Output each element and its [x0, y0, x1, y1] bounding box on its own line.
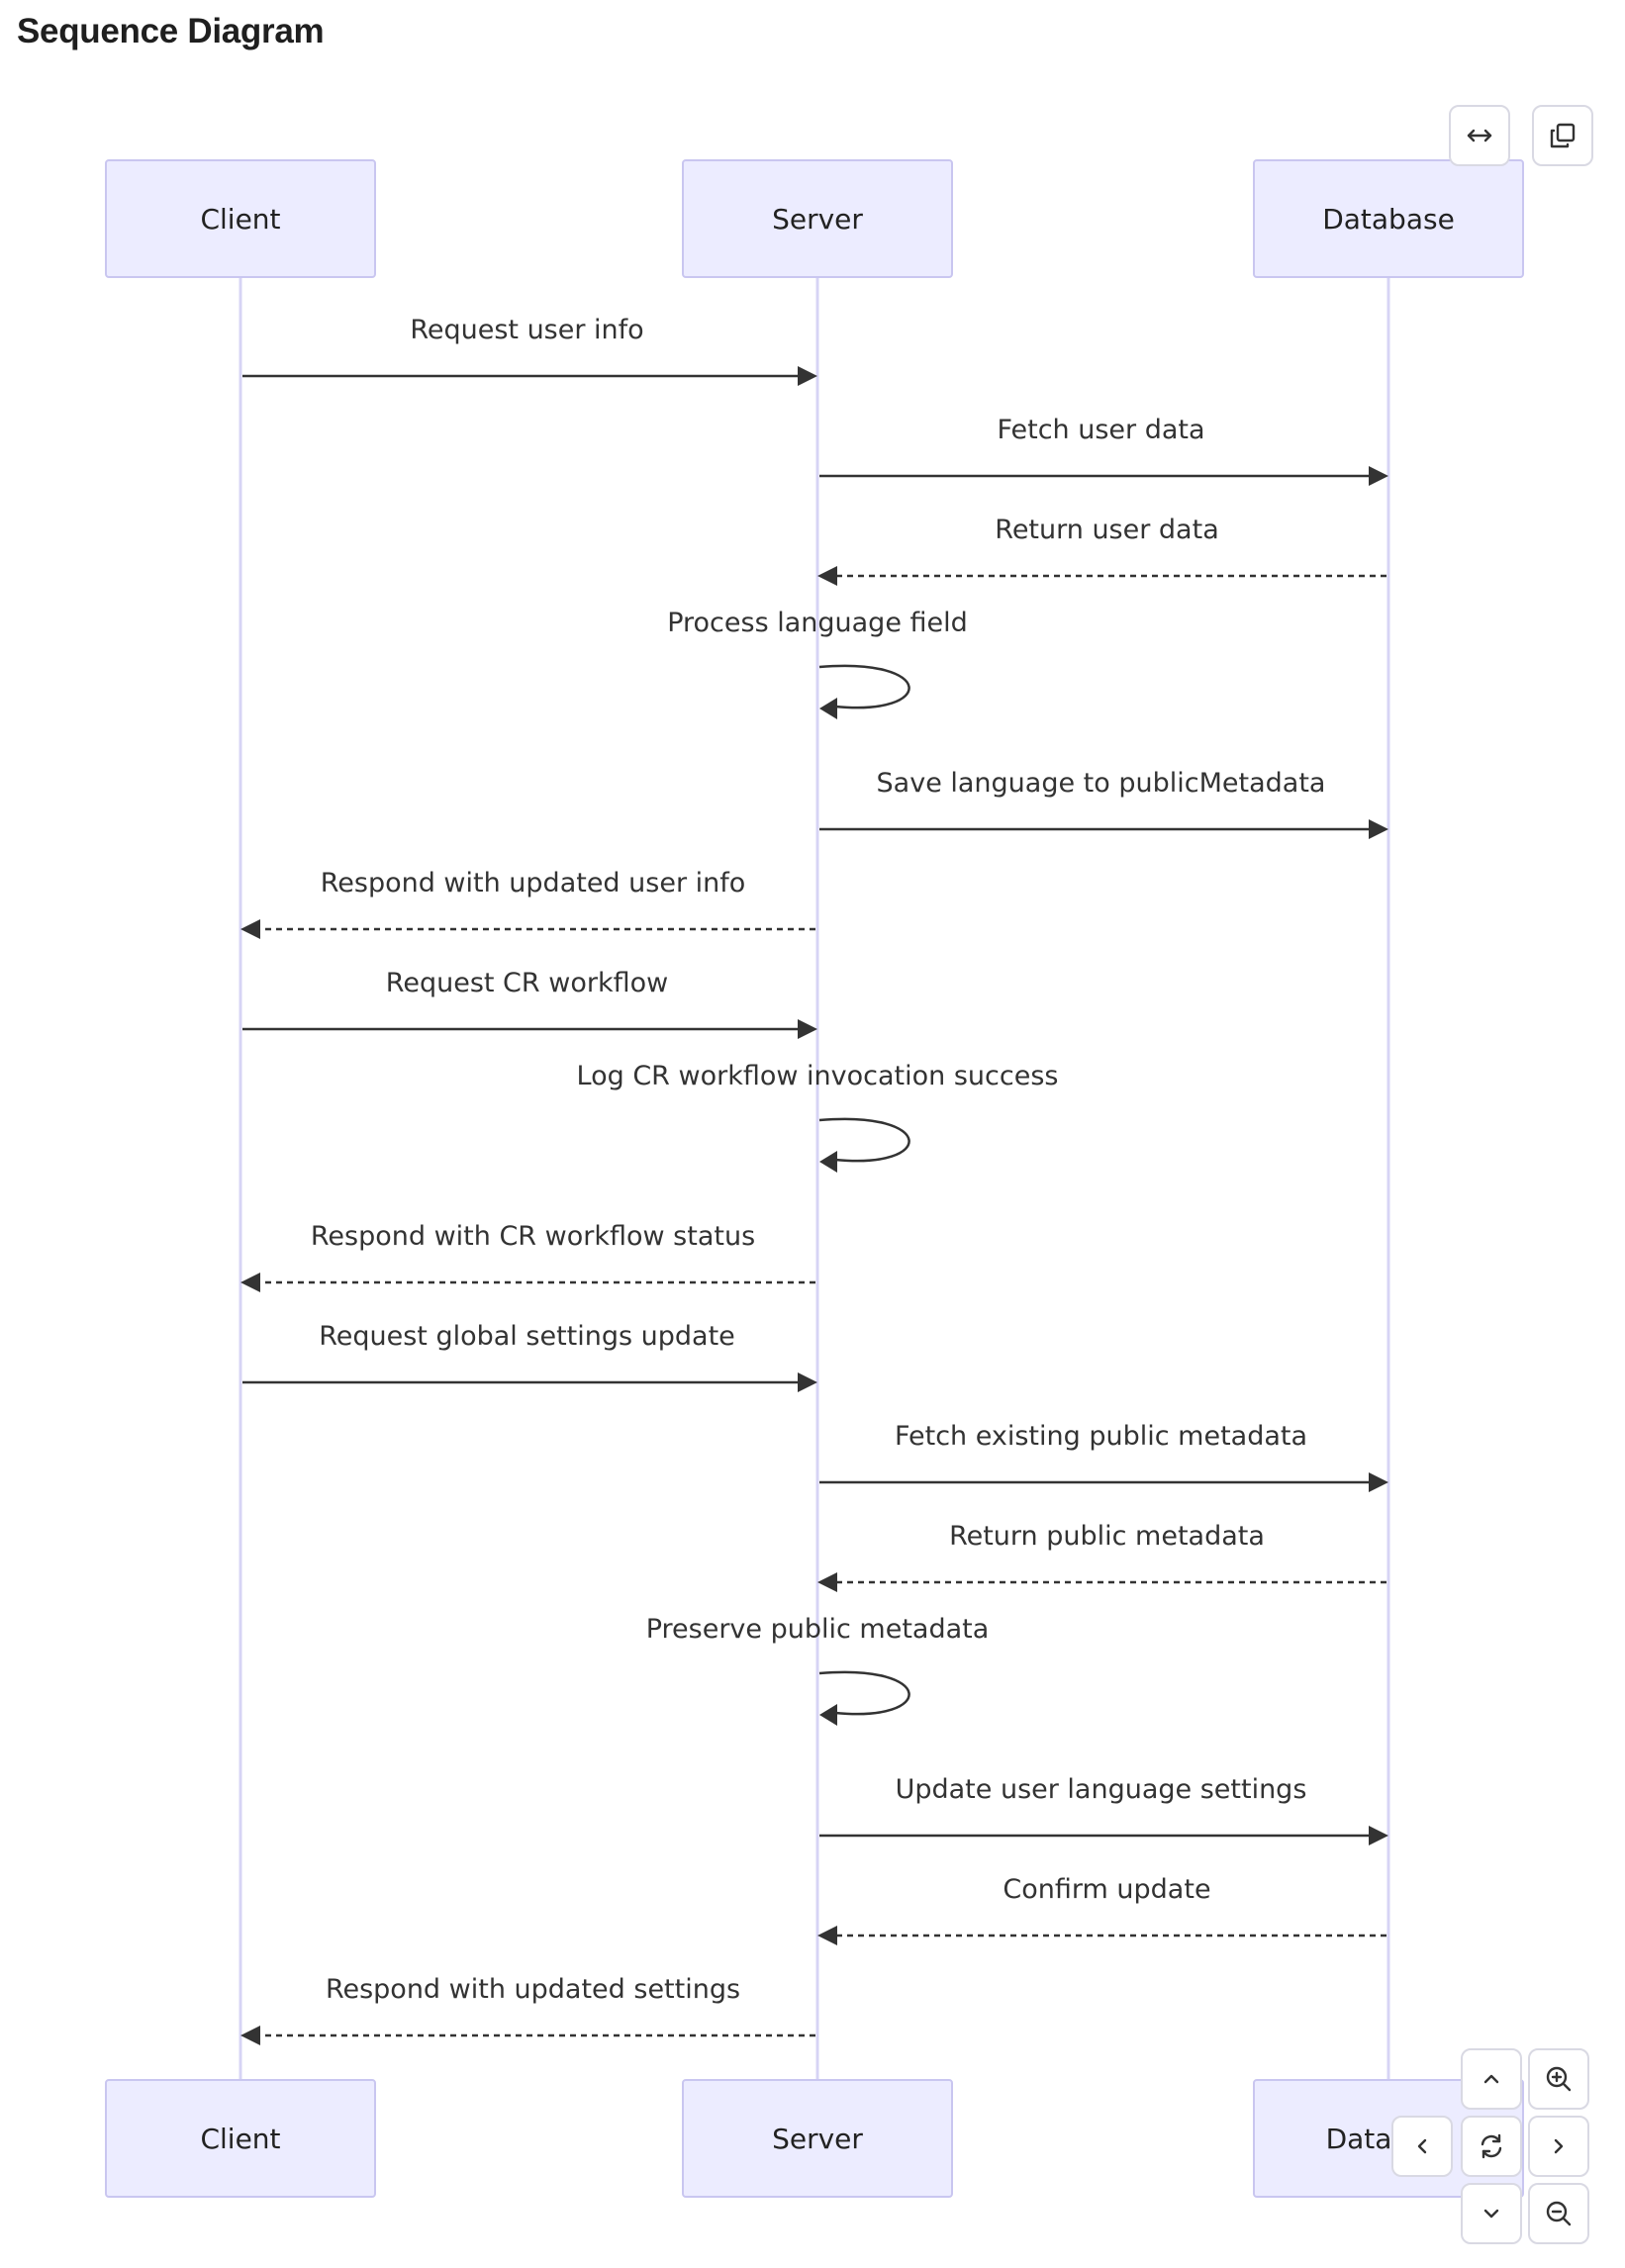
arrow-head [819, 1151, 837, 1173]
chevron-up-icon [1483, 2074, 1499, 2084]
actor-label-bottom-server: Server [772, 2123, 863, 2155]
message-label: Confirm update [1003, 1874, 1210, 1905]
chevron-down-icon [1483, 2209, 1499, 2219]
message-label: Fetch user data [997, 415, 1204, 445]
self-loop-arrow [818, 1117, 910, 1163]
chevron-left-icon [1417, 2138, 1427, 2154]
arrow-head [240, 1273, 260, 1292]
pan-down-button[interactable] [1461, 2183, 1522, 2244]
message-4: Process language field [667, 608, 968, 719]
message-16: Respond with updated settings [240, 1974, 815, 2045]
message-label: Process language field [667, 608, 968, 638]
message-label: Preserve public metadata [646, 1614, 990, 1645]
arrow-head [798, 366, 817, 386]
self-loop-arrow [818, 1670, 910, 1716]
message-8: Log CR workflow invocation success [577, 1061, 1059, 1173]
actor-label-bottom-client: Client [200, 2123, 280, 2155]
actor-label-top-server: Server [772, 203, 863, 236]
actor-box-top-client [105, 159, 376, 278]
actor-box-top-server [682, 159, 953, 278]
message-5: Save language to publicMetadata [819, 768, 1388, 839]
actor-box-bottom-server [682, 2079, 953, 2198]
arrow-head [817, 1572, 837, 1592]
zoom-out-button[interactable] [1528, 2183, 1589, 2244]
message-2: Fetch user data [819, 415, 1388, 486]
arrow-head [1369, 1826, 1388, 1845]
actor-label-bottom-database: Data [1326, 2123, 1392, 2155]
message-label: Log CR workflow invocation success [577, 1061, 1059, 1091]
zoom-out-icon [1546, 2201, 1572, 2226]
message-9: Respond with CR workflow status [240, 1221, 815, 1292]
arrow-head [240, 2026, 260, 2045]
actor-box-bottom-client [105, 2079, 376, 2198]
actor-box-bottom-database [1253, 2079, 1524, 2198]
message-11: Fetch existing public metadata [819, 1421, 1388, 1492]
message-3: Return user data [817, 515, 1386, 586]
message-label: Request CR workflow [386, 968, 668, 998]
message-label: Update user language settings [896, 1774, 1307, 1805]
message-12: Return public metadata [817, 1521, 1386, 1592]
message-label: Respond with updated settings [326, 1974, 740, 2005]
actor-box-top-database [1253, 159, 1524, 278]
arrow-head [798, 1019, 817, 1039]
message-label: Return public metadata [949, 1521, 1265, 1552]
arrow-head [1369, 466, 1388, 486]
arrow-head [1369, 819, 1388, 839]
reset-icon [1481, 2133, 1502, 2159]
arrow-head [817, 1926, 837, 1945]
zoom-in-icon [1546, 2066, 1572, 2092]
arrow-head [817, 566, 837, 586]
page-title: Sequence Diagram [17, 12, 325, 50]
pan-up-button[interactable] [1461, 2048, 1522, 2110]
message-14: Update user language settings [819, 1774, 1388, 1845]
message-label: Fetch existing public metadata [895, 1421, 1307, 1452]
message-10: Request global settings update [242, 1321, 817, 1392]
expand-button[interactable] [1449, 105, 1510, 166]
pan-right-button[interactable] [1528, 2116, 1589, 2177]
self-loop-arrow [818, 664, 910, 709]
pan-left-button[interactable] [1391, 2116, 1453, 2177]
chevron-right-icon [1554, 2138, 1564, 2154]
message-label: Return user data [995, 515, 1218, 545]
message-label: Respond with CR workflow status [311, 1221, 755, 1252]
message-label: Request global settings update [319, 1321, 735, 1352]
copy-icon [1550, 123, 1576, 148]
message-15: Confirm update [817, 1874, 1386, 1945]
message-7: Request CR workflow [242, 968, 817, 1039]
reset-view-button[interactable] [1461, 2116, 1522, 2177]
message-label: Save language to publicMetadata [877, 768, 1326, 799]
arrow-head [1369, 1472, 1388, 1492]
message-1: Request user info [242, 315, 817, 386]
zoom-in-button[interactable] [1528, 2048, 1589, 2110]
arrow-head [798, 1372, 817, 1392]
copy-button[interactable] [1532, 105, 1593, 166]
actor-label-top-database: Database [1322, 203, 1455, 236]
actor-label-top-client: Client [200, 203, 280, 236]
message-6: Respond with updated user info [240, 868, 815, 939]
arrow-head [240, 919, 260, 939]
expand-icon [1467, 129, 1492, 142]
message-label: Respond with updated user info [321, 868, 746, 898]
arrow-head [819, 1704, 837, 1726]
message-label: Request user info [410, 315, 643, 345]
arrow-head [819, 698, 837, 719]
message-13: Preserve public metadata [646, 1614, 990, 1726]
